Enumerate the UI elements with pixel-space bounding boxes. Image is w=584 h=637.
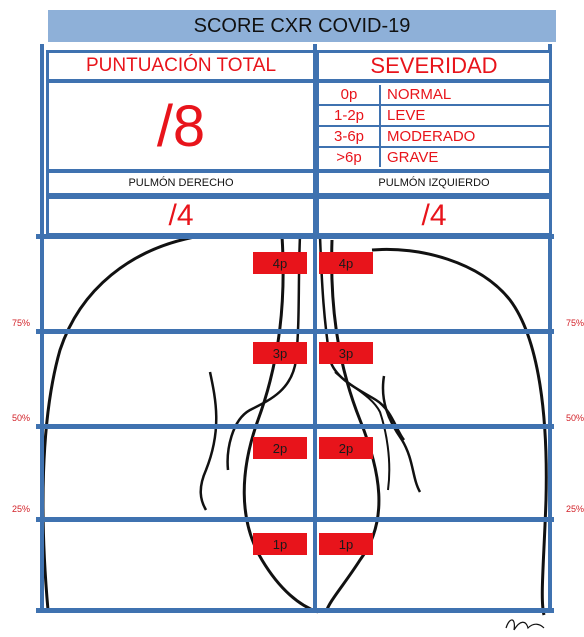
zone-badge-left-1: 1p xyxy=(319,533,373,555)
percent-mark-left-75: 75% xyxy=(12,318,30,328)
zone-line-25 xyxy=(36,517,554,522)
severity-level: MODERADO xyxy=(387,128,475,145)
severity-level: GRAVE xyxy=(387,149,438,166)
zone-line-bottom xyxy=(36,608,554,613)
total-score-box: /8 xyxy=(46,80,316,172)
vertical-axis-left xyxy=(40,44,44,612)
right-lung-label: PULMÓN DERECHO xyxy=(128,177,233,189)
severity-row: >6p GRAVE xyxy=(319,148,549,167)
left-lung-label-box: PULMÓN IZQUIERDO xyxy=(316,170,552,196)
severity-header: SEVERIDAD xyxy=(316,50,552,82)
severity-table: 0p NORMAL 1-2p LEVE 3-6p MODERADO >6p GR… xyxy=(316,80,552,172)
zone-badge-left-2: 2p xyxy=(319,437,373,459)
right-lung-score: /4 xyxy=(168,199,193,233)
zone-badge-right-1: 1p xyxy=(253,533,307,555)
right-lung-score-box: /4 xyxy=(46,196,316,236)
severity-row: 3-6p MODERADO xyxy=(319,127,549,148)
right-lung-label-box: PULMÓN DERECHO xyxy=(46,170,316,196)
bronchus-left xyxy=(201,372,217,510)
total-score-value: /8 xyxy=(49,83,313,169)
percent-mark-right-75: 75% xyxy=(566,318,584,328)
zone-line-75 xyxy=(36,329,554,334)
left-lung-inner xyxy=(335,372,389,490)
percent-mark-left-50: 50% xyxy=(12,413,30,423)
percent-mark-left-25: 25% xyxy=(12,504,30,514)
severity-level: NORMAL xyxy=(387,86,451,103)
zone-line-50 xyxy=(36,424,554,429)
zone-badge-right-2: 2p xyxy=(253,437,307,459)
severity-points: 3-6p xyxy=(334,128,364,145)
severity-row: 1-2p LEVE xyxy=(319,106,549,127)
zone-badge-right-4: 4p xyxy=(253,252,307,274)
total-score-label: PUNTUACIÓN TOTAL xyxy=(49,53,313,79)
zone-badge-right-3: 3p xyxy=(253,342,307,364)
severity-points: 1-2p xyxy=(334,107,364,124)
zone-badge-left-4: 4p xyxy=(319,252,373,274)
severity-row: 0p NORMAL xyxy=(319,85,549,106)
zone-badge-left-3: 3p xyxy=(319,342,373,364)
percent-mark-right-25: 25% xyxy=(566,504,584,514)
severity-points: >6p xyxy=(336,149,361,166)
signature-mark xyxy=(506,620,544,630)
total-score-header: PUNTUACIÓN TOTAL xyxy=(46,50,316,82)
left-lung-score: /4 xyxy=(421,199,446,233)
left-lung-score-box: /4 xyxy=(316,196,552,236)
right-lung-outline xyxy=(43,232,318,612)
severity-points: 0p xyxy=(341,86,358,103)
percent-mark-right-50: 50% xyxy=(566,413,584,423)
severity-level: LEVE xyxy=(387,107,425,124)
left-lung-label: PULMÓN IZQUIERDO xyxy=(378,177,489,189)
severity-label: SEVERIDAD xyxy=(319,53,549,79)
